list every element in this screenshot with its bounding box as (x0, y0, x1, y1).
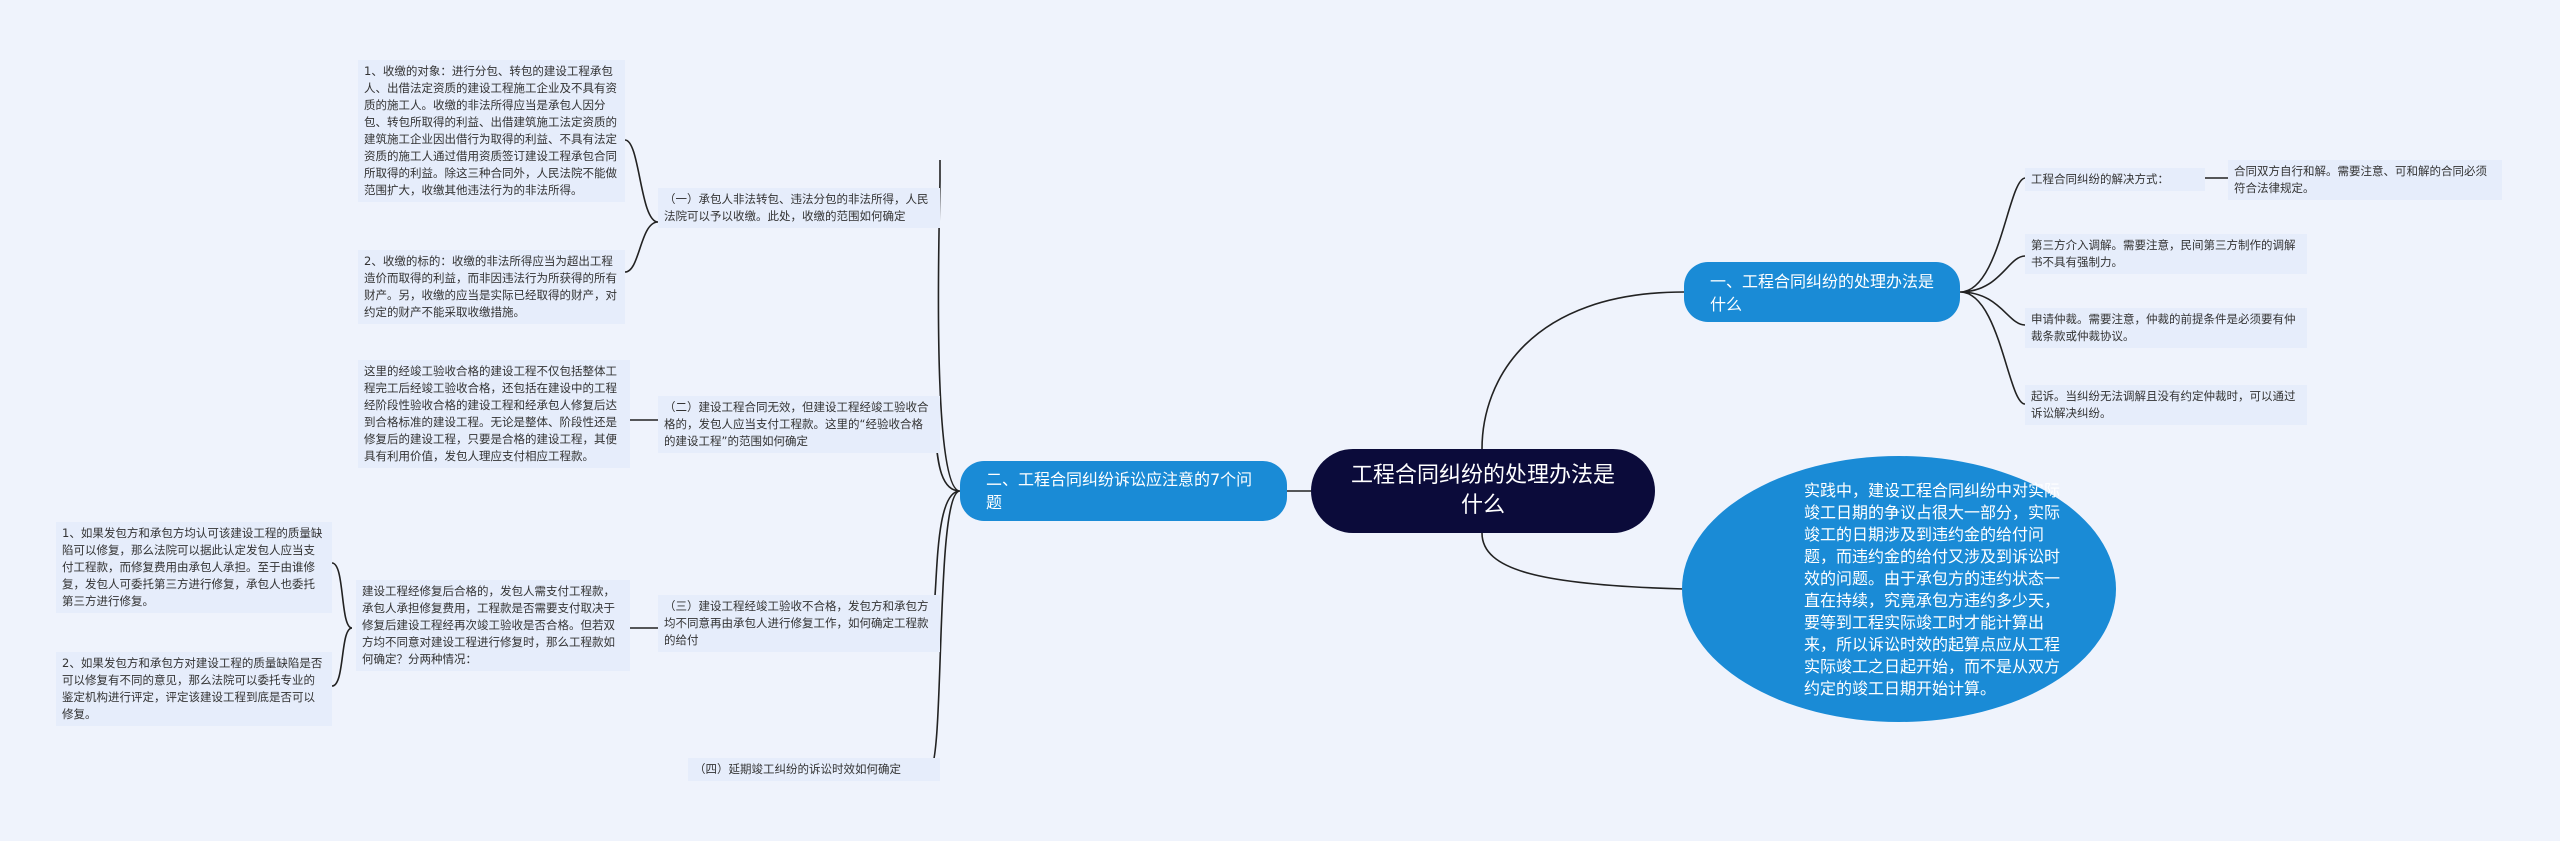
root-node[interactable]: 工程合同纠纷的处理办法是什么 (1311, 449, 1655, 533)
left-item-2[interactable]: （二）建设工程合同无效，但建设工程经竣工验收合格的，发包人应当支付工程款。这里的… (658, 396, 940, 453)
right-item-2[interactable]: 第三方介入调解。需要注意，民间第三方制作的调解书不具有强制力。 (2025, 234, 2307, 274)
link-left-items (929, 160, 961, 771)
link-right-items (1959, 177, 2026, 405)
left-sub2-text: 这里的经竣工验收合格的建设工程不仅包括整体工程完工后经竣工验收合格，还包括在建设… (364, 364, 617, 463)
left-item-2-text: （二）建设工程合同无效，但建设工程经竣工验收合格的，发包人应当支付工程款。这里的… (664, 400, 929, 448)
branch-right-1-label: 一、工程合同纠纷的处理办法是什么 (1710, 272, 1935, 314)
branch-right-1[interactable]: 一、工程合同纠纷的处理办法是什么 (1684, 262, 1960, 322)
link-left-sub3-items (331, 562, 353, 687)
branch-left[interactable]: 二、工程合同纠纷诉讼应注意的7个问题 (960, 461, 1287, 521)
right-item-3[interactable]: 申请仲裁。需要注意，仲裁的前提条件是必须要有仲裁条款或仲裁协议。 (2025, 308, 2307, 348)
left-item-4[interactable]: （四）延期竣工纠纷的诉讼时效如何确定 (688, 758, 940, 781)
branch-right-2[interactable]: 实践中，建设工程合同纠纷中对实际竣工日期的争议占很大一部分，实际竣工的日期涉及到… (1682, 456, 2116, 722)
left-sub3-item-2-text: 2、如果发包方和承包方对建设工程的质量缺陷是否可以修复有不同的意见，那么法院可以… (62, 656, 323, 721)
left-item-3[interactable]: （三）建设工程经竣工验收不合格，发包方和承包方均不同意再由承包人进行修复工作，如… (658, 595, 940, 652)
root-title: 工程合同纠纷的处理办法是什么 (1351, 463, 1616, 518)
right-item-2-text: 第三方介入调解。需要注意，民间第三方制作的调解书不具有强制力。 (2031, 238, 2296, 269)
right-item-1-text: 工程合同纠纷的解决方式： (2031, 172, 2169, 186)
left-sub3-item-1-text: 1、如果发包方和承包方均认可该建设工程的质量缺陷可以修复，那么法院可以据此认定发… (62, 526, 323, 608)
left-sub1-item-2-text: 2、收缴的标的：收缴的非法所得应当为超出工程造价而取得的利益，而非因违法行为所获… (364, 254, 617, 319)
left-sub3[interactable]: 建设工程经修复后合格的，发包人需支付工程款，承包人承担修复费用，工程款是否需要支… (356, 580, 630, 671)
right-item-4-text: 起诉。当纠纷无法调解且没有约定仲裁时，可以通过诉讼解决纠纷。 (2031, 389, 2296, 420)
right-item-1-sub-text: 合同双方自行和解。需要注意、可和解的合同必须符合法律规定。 (2234, 164, 2487, 195)
right-item-4[interactable]: 起诉。当纠纷无法调解且没有约定仲裁时，可以通过诉讼解决纠纷。 (2025, 385, 2307, 425)
branch-right-2-text: 实践中，建设工程合同纠纷中对实际竣工日期的争议占很大一部分，实际竣工的日期涉及到… (1804, 481, 2061, 698)
left-item-4-text: （四）延期竣工纠纷的诉讼时效如何确定 (694, 762, 901, 776)
left-sub2[interactable]: 这里的经竣工验收合格的建设工程不仅包括整体工程完工后经竣工验收合格，还包括在建设… (358, 360, 630, 468)
link-left-sub1 (624, 139, 659, 273)
left-sub3-item-2[interactable]: 2、如果发包方和承包方对建设工程的质量缺陷是否可以修复有不同的意见，那么法院可以… (56, 652, 332, 726)
left-sub1-item-1[interactable]: 1、收缴的对象：进行分包、转包的建设工程承包人、出借法定资质的建设工程施工企业及… (358, 60, 625, 202)
right-item-1[interactable]: 工程合同纠纷的解决方式： (2025, 168, 2205, 191)
right-item-1-sub[interactable]: 合同双方自行和解。需要注意、可和解的合同必须符合法律规定。 (2228, 160, 2502, 200)
left-sub3-text: 建设工程经修复后合格的，发包人需支付工程款，承包人承担修复费用，工程款是否需要支… (362, 584, 615, 666)
left-item-1[interactable]: （一）承包人非法转包、违法分包的非法所得，人民法院可以予以收缴。此处，收缴的范围… (658, 188, 940, 228)
link-root-right1 (1481, 291, 1685, 450)
left-item-1-text: （一）承包人非法转包、违法分包的非法所得，人民法院可以予以收缴。此处，收缴的范围… (664, 192, 929, 223)
left-item-3-text: （三）建设工程经竣工验收不合格，发包方和承包方均不同意再由承包人进行修复工作，如… (664, 599, 929, 647)
link-root-right2 (1481, 532, 1685, 590)
branch-left-label: 二、工程合同纠纷诉讼应注意的7个问题 (986, 470, 1253, 512)
right-item-3-text: 申请仲裁。需要注意，仲裁的前提条件是必须要有仲裁条款或仲裁协议。 (2031, 312, 2296, 343)
left-sub3-item-1[interactable]: 1、如果发包方和承包方均认可该建设工程的质量缺陷可以修复，那么法院可以据此认定发… (56, 522, 332, 613)
left-sub1-item-2[interactable]: 2、收缴的标的：收缴的非法所得应当为超出工程造价而取得的利益，而非因违法行为所获… (358, 250, 625, 324)
left-sub1-item-1-text: 1、收缴的对象：进行分包、转包的建设工程承包人、出借法定资质的建设工程施工企业及… (364, 64, 617, 197)
